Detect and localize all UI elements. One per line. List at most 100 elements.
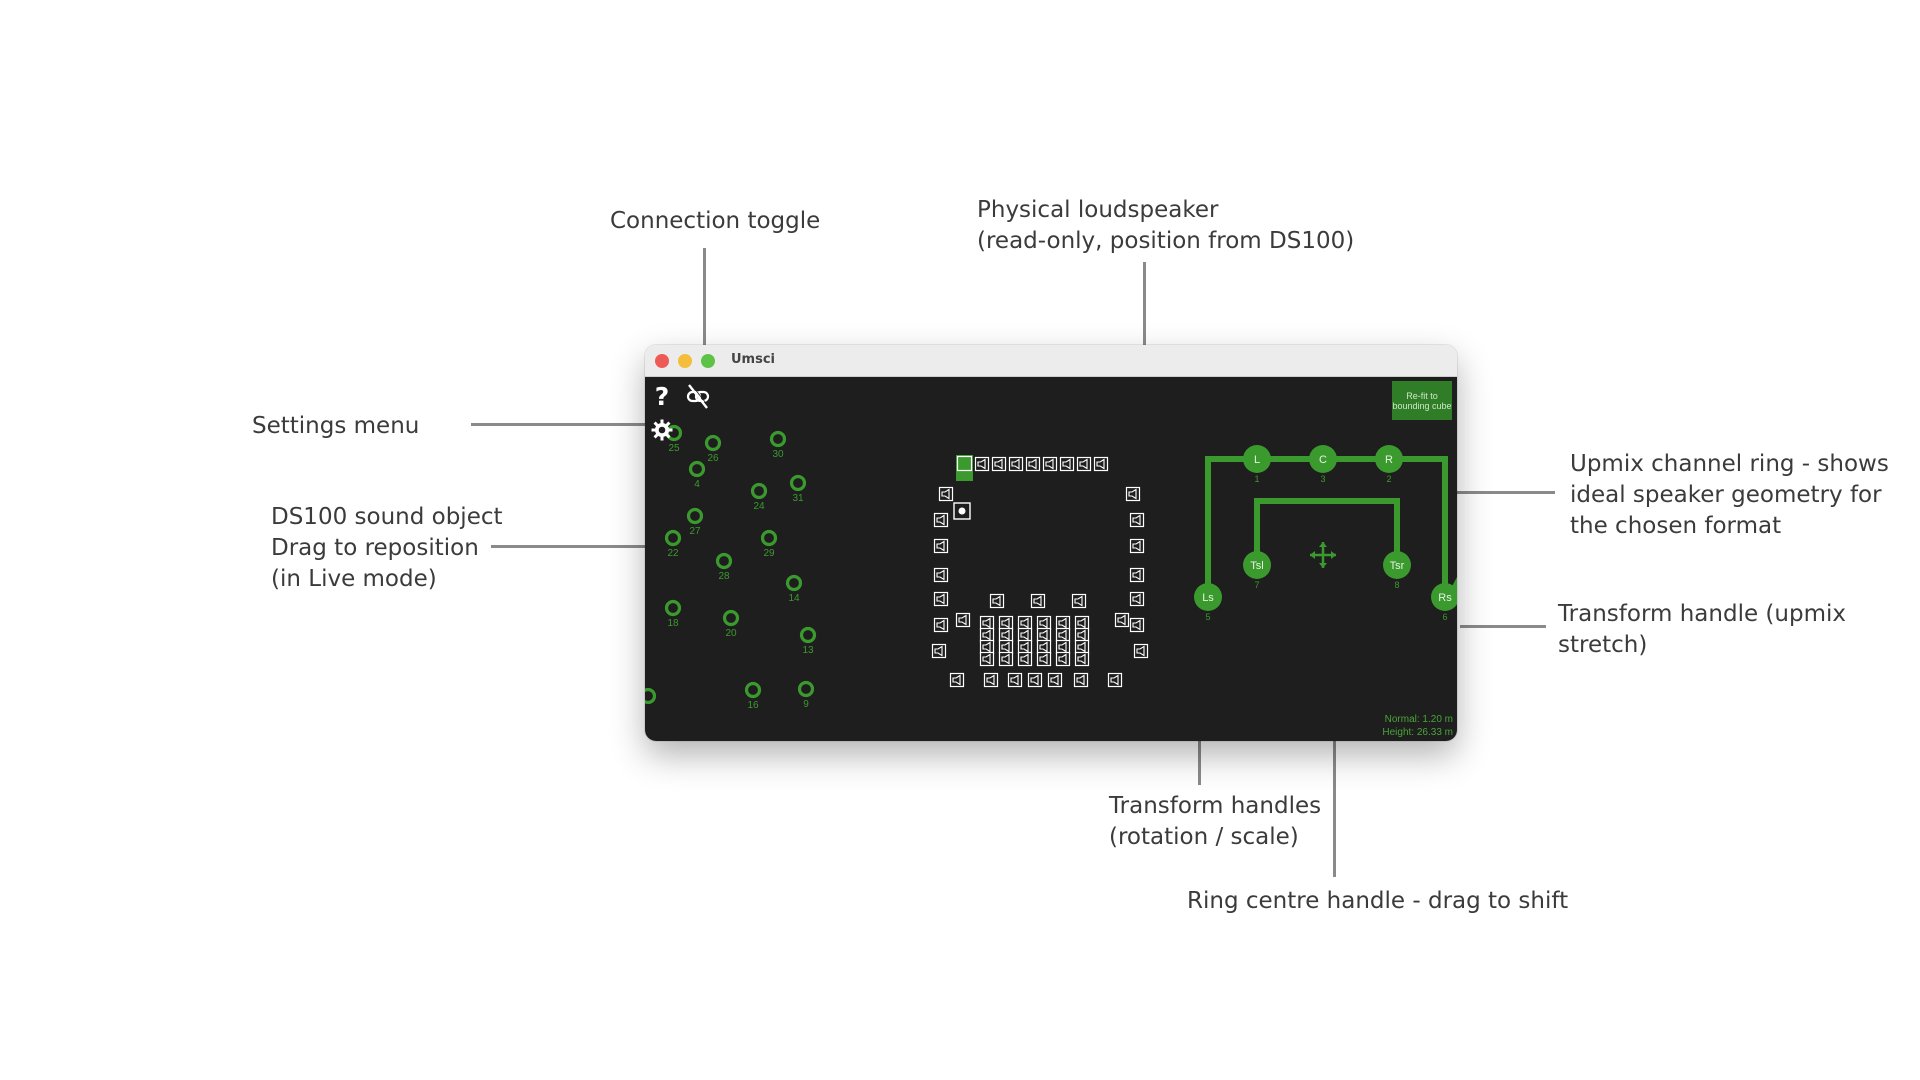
sound-object-ring[interactable] — [664, 529, 682, 547]
sound-object-ring[interactable] — [645, 687, 657, 705]
sound-object-ring[interactable] — [750, 482, 768, 500]
sound-object[interactable]: 29 — [760, 529, 778, 560]
speaker-glyph — [1132, 540, 1141, 552]
sound-object-ring[interactable] — [664, 599, 682, 617]
upmix-channel-dot[interactable] — [1375, 445, 1403, 473]
speaker-icon — [1055, 627, 1071, 643]
upmix-channel-dot[interactable] — [1194, 583, 1222, 611]
move-arrows-icon[interactable] — [1310, 542, 1336, 568]
loudspeaker — [1055, 627, 1071, 643]
sound-object[interactable]: 27 — [686, 507, 704, 538]
speaker-icon — [1071, 593, 1087, 609]
upmix-channel-handle[interactable]: R2 — [1375, 445, 1403, 484]
speaker-icon — [1107, 672, 1123, 688]
minimize-window-button[interactable] — [678, 354, 692, 368]
upmix-channel-dot[interactable] — [1383, 551, 1411, 579]
leader-upmix-ring — [1442, 491, 1555, 494]
origin-box — [953, 502, 971, 520]
sound-object-number: 26 — [707, 453, 719, 464]
sound-object[interactable]: 26 — [704, 434, 722, 465]
help-button[interactable]: ? — [652, 383, 672, 411]
loudspeaker — [979, 639, 995, 655]
sound-object[interactable]: 16 — [744, 681, 762, 712]
speaker-highlight — [956, 455, 973, 481]
refit-bounding-cube-button[interactable]: Re-fit to bounding cube — [1392, 381, 1452, 420]
sound-object-ring[interactable] — [760, 529, 778, 547]
sound-object[interactable] — [645, 687, 657, 705]
upmix-channel-number: 3 — [1320, 474, 1325, 484]
upmix-channel-dot[interactable] — [1243, 551, 1271, 579]
speaker-glyph — [1074, 595, 1083, 607]
loudspeaker — [1036, 615, 1052, 631]
speaker-glyph — [982, 617, 991, 629]
loudspeaker — [1073, 672, 1089, 688]
sound-object-ring[interactable] — [688, 460, 706, 478]
upmix-channel-handle[interactable]: Ls5 — [1194, 583, 1222, 622]
speaker-glyph — [1010, 674, 1019, 686]
upmix-channel-handle[interactable]: L1 — [1243, 445, 1271, 484]
upmix-channel-dot[interactable] — [1309, 445, 1337, 473]
origin-icon — [953, 502, 971, 520]
leader-connection-toggle — [703, 248, 706, 398]
status-normal: Normal: 1.20 m — [1384, 714, 1453, 725]
loudspeaker — [998, 639, 1014, 655]
sound-object[interactable]: 22 — [664, 529, 682, 560]
upmix-stretch-handle[interactable] — [1450, 577, 1457, 603]
speaker-icon — [1129, 617, 1145, 633]
sound-object-ring[interactable] — [704, 434, 722, 452]
sound-object[interactable]: 24 — [750, 482, 768, 513]
loudspeaker — [1047, 672, 1063, 688]
loudspeaker — [1129, 591, 1145, 607]
speaker-glyph — [941, 488, 950, 500]
loudspeaker — [933, 512, 949, 528]
sound-object[interactable]: 28 — [715, 552, 733, 583]
speaker-glyph — [1020, 653, 1029, 665]
sound-object-ring[interactable] — [799, 626, 817, 644]
loudspeaker — [1133, 643, 1149, 659]
sound-object[interactable]: 31 — [789, 474, 807, 505]
sound-object-ring[interactable] — [722, 609, 740, 627]
speaker-glyph — [936, 514, 945, 526]
callout-line: Drag to reposition — [271, 535, 479, 561]
sound-object-ring[interactable] — [744, 681, 762, 699]
sound-object[interactable]: 18 — [664, 599, 682, 630]
sound-object[interactable]: 20 — [722, 609, 740, 640]
sound-object-ring[interactable] — [715, 552, 733, 570]
sound-object[interactable]: 14 — [785, 574, 803, 605]
sound-object-ring[interactable] — [686, 507, 704, 525]
sound-object[interactable]: 9 — [797, 680, 815, 711]
sound-object-number: 9 — [803, 699, 809, 710]
sound-object-ring[interactable] — [785, 574, 803, 592]
sound-object-number: 24 — [753, 501, 765, 512]
speaker-glyph — [1030, 674, 1039, 686]
sound-object[interactable]: 13 — [799, 626, 817, 657]
settings-button[interactable] — [650, 418, 674, 442]
callout-line: the chosen format — [1570, 513, 1782, 539]
loudspeaker — [1074, 639, 1090, 655]
zoom-window-button[interactable] — [701, 354, 715, 368]
loudspeaker — [1008, 456, 1024, 472]
callout-line: ideal speaker geometry for — [1570, 482, 1882, 508]
sound-object-ring[interactable] — [789, 474, 807, 492]
sound-object[interactable]: 30 — [769, 430, 787, 461]
loudspeaker — [933, 538, 949, 554]
sound-object-ring[interactable] — [769, 430, 787, 448]
close-window-button[interactable] — [655, 354, 669, 368]
speaker-icon — [1042, 456, 1058, 472]
loudspeaker — [1107, 672, 1123, 688]
upmix-channel-dot[interactable] — [1243, 445, 1271, 473]
upmix-ring[interactable] — [1205, 456, 1448, 597]
speaker-glyph — [1050, 674, 1059, 686]
connection-toggle-button[interactable] — [683, 382, 713, 410]
link-off-icon — [686, 383, 710, 409]
loudspeaker — [933, 567, 949, 583]
sound-object[interactable]: 4 — [688, 460, 706, 491]
speaker-glyph — [1076, 674, 1085, 686]
loudspeaker — [974, 456, 990, 472]
upmix-channel-handle[interactable]: C3 — [1309, 445, 1337, 484]
sound-object-ring[interactable] — [797, 680, 815, 698]
